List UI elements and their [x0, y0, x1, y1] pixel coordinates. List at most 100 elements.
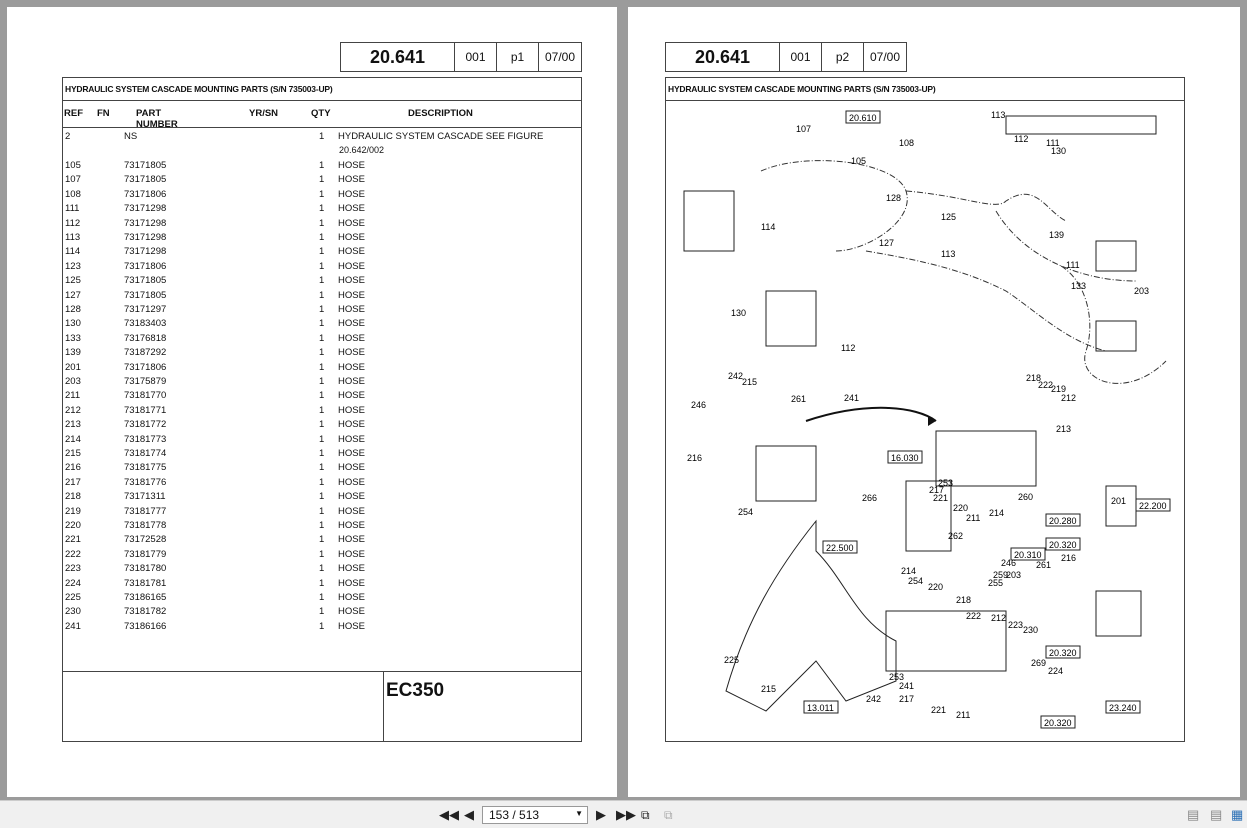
- callout-number: 108: [899, 138, 914, 148]
- previous-page-button[interactable]: ◀: [464, 807, 474, 822]
- ref-box: [1045, 513, 1081, 527]
- callout-number: 217: [899, 694, 914, 704]
- part-number: 73171806: [124, 260, 167, 272]
- callout-number: 261: [1036, 560, 1051, 570]
- callout-number: 113: [991, 110, 1005, 120]
- qty: 1: [319, 260, 325, 272]
- ref: 220: [65, 520, 81, 531]
- part-number: 73181771: [124, 404, 167, 416]
- callout-number: 105: [851, 156, 866, 166]
- callout-number: 216: [687, 453, 702, 463]
- description: HOSE: [338, 462, 365, 474]
- part-number: 73181770: [124, 390, 167, 402]
- callout-number: 107: [796, 124, 811, 134]
- qty: 1: [319, 203, 325, 215]
- part-number: 73181781: [124, 577, 167, 589]
- ref-box: [1135, 498, 1171, 512]
- ref-box: [845, 110, 881, 124]
- ref: 215: [65, 448, 81, 459]
- ref-box-label: 22.500: [826, 543, 854, 553]
- table-title: HYDRAULIC SYSTEM CASCADE MOUNTING PARTS …: [65, 84, 333, 94]
- description: HOSE: [338, 347, 365, 359]
- callout-number: 246: [1001, 558, 1016, 568]
- callout-number: 201: [1111, 496, 1126, 506]
- callout-number: 259: [993, 570, 1008, 580]
- next-page-button[interactable]: ▶: [596, 807, 606, 822]
- callout-number: 133: [1071, 281, 1086, 291]
- qty: 1: [319, 620, 325, 632]
- continuous-view-icon[interactable]: ▤: [1210, 807, 1223, 822]
- viewer-toolbar: ◀◀ ◀ 153 / 513▼ ▶ ▶▶ ⧉ ⧉ ▤ ▤ ▦: [0, 800, 1247, 828]
- callout-number: 261: [791, 394, 806, 404]
- part-number: 73171311: [124, 491, 166, 503]
- ref: 127: [65, 289, 81, 301]
- page-label: p1: [496, 42, 539, 72]
- col-qty: QTY: [311, 108, 331, 119]
- last-page-button[interactable]: ▶▶: [616, 807, 636, 822]
- ref: 107: [65, 174, 81, 186]
- part-number: 73181776: [124, 476, 167, 488]
- component-shape: [765, 290, 817, 347]
- callout-number: 255: [988, 578, 1003, 588]
- component-shape: [1095, 590, 1142, 637]
- two-page-view-icon[interactable]: ▦: [1231, 807, 1244, 822]
- ref: 112: [65, 217, 81, 229]
- date-label: 07/00: [863, 42, 907, 72]
- component-shape: [1095, 320, 1137, 352]
- page-number-input[interactable]: 153 / 513▼: [482, 806, 588, 824]
- copy-page-icon[interactable]: ⧉: [664, 808, 673, 822]
- callout-number: 215: [761, 684, 776, 694]
- chevron-down-icon[interactable]: ▼: [575, 809, 583, 818]
- description: HOSE: [338, 606, 365, 618]
- col-ref: REF: [64, 108, 83, 119]
- qty: 1: [319, 462, 325, 474]
- first-page-button[interactable]: ◀◀: [439, 807, 459, 822]
- diagram-title: HYDRAULIC SYSTEM CASCADE MOUNTING PARTS …: [668, 84, 936, 94]
- description: HOSE: [338, 620, 365, 632]
- description: HOSE: [338, 361, 365, 373]
- ref-box-label: 20.320: [1049, 648, 1077, 658]
- description: HOSE: [338, 332, 365, 344]
- ref: 133: [65, 332, 81, 344]
- callout-number: 224: [1048, 666, 1063, 676]
- col-part-number: PART NUMBER: [136, 108, 178, 130]
- part-number: 73171805: [124, 174, 167, 186]
- callout-number: 128: [886, 193, 901, 203]
- hose-line: [905, 190, 1067, 222]
- single-page-view-icon[interactable]: ▤: [1187, 807, 1200, 822]
- part-number: 73171298: [124, 246, 167, 258]
- part-number: 73181777: [124, 505, 167, 517]
- part-number: 73171298: [124, 232, 167, 243]
- callout-number: 242: [866, 694, 881, 704]
- callout-number: 111: [1046, 138, 1060, 148]
- callout-number: 220: [928, 582, 943, 592]
- qty: 1: [319, 448, 325, 459]
- description: HOSE: [338, 577, 365, 589]
- callout-number: 241: [844, 393, 859, 403]
- component-shape: [905, 480, 952, 552]
- description: HOSE: [338, 563, 365, 575]
- callout-number: 241: [899, 681, 914, 691]
- callout-number: 230: [1023, 625, 1038, 635]
- ref: 221: [65, 534, 81, 546]
- rotate-page-icon[interactable]: ⧉: [641, 808, 650, 822]
- ref-box-label: 20.320: [1044, 718, 1072, 728]
- qty: 1: [319, 505, 325, 517]
- callout-number: 125: [941, 212, 956, 222]
- part-number: 73181773: [124, 433, 167, 445]
- ref-box-label: 16.030: [891, 453, 919, 463]
- ref: 125: [65, 275, 81, 287]
- part-number: NS: [124, 131, 138, 142]
- part-number: 73181775: [124, 462, 167, 474]
